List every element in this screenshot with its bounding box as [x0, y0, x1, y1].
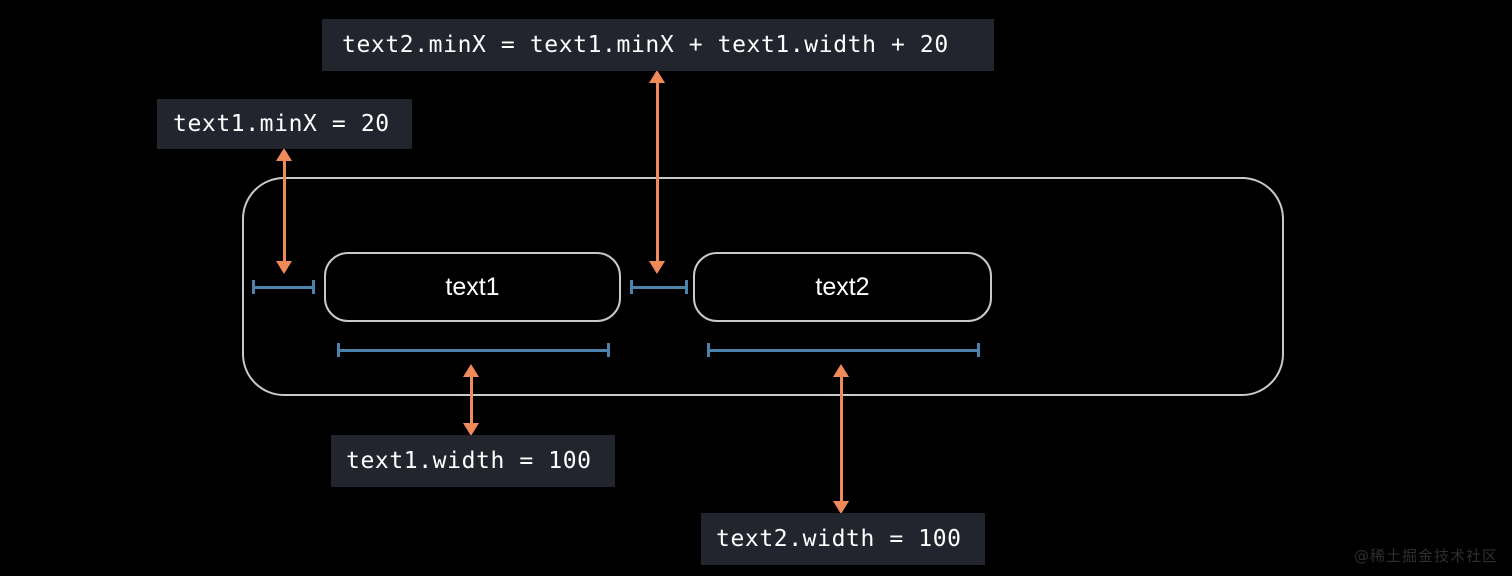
dimension-bar-gap — [630, 280, 688, 294]
leader-arrow-text2-minx — [644, 70, 670, 274]
dimension-rule — [339, 348, 608, 352]
dimension-cap-right — [977, 343, 980, 357]
arrowhead-down-icon — [276, 261, 292, 274]
dimension-cap-left — [337, 343, 340, 357]
arrowhead-down-icon — [833, 501, 849, 514]
dimension-bar-text1-minx — [252, 280, 315, 294]
dimension-rule — [632, 285, 686, 289]
arrow-shaft — [282, 157, 286, 265]
dimension-rule — [709, 348, 978, 352]
dimension-cap-left — [630, 280, 633, 294]
text1-box-label: text1 — [445, 272, 500, 301]
leader-arrow-text1-minx — [271, 148, 297, 274]
text2-box: text2 — [693, 252, 992, 322]
annotation-text2-width: text2.width = 100 — [701, 513, 985, 565]
arrow-shaft — [469, 373, 473, 427]
dimension-cap-right — [607, 343, 610, 357]
leader-arrow-text2-width — [828, 364, 854, 514]
dimension-bar-text1-width — [337, 343, 610, 357]
arrowhead-down-icon — [649, 261, 665, 274]
arrow-shaft — [839, 373, 843, 505]
text1-box: text1 — [324, 252, 621, 322]
annotation-text1-minx: text1.minX = 20 — [157, 99, 412, 149]
arrowhead-down-icon — [463, 423, 479, 436]
annotation-text1-width: text1.width = 100 — [331, 435, 615, 487]
arrowhead-up-icon — [649, 70, 665, 83]
dimension-cap-left — [252, 280, 255, 294]
dimension-cap-right — [685, 280, 688, 294]
dimension-cap-right — [312, 280, 315, 294]
arrow-shaft — [655, 79, 659, 265]
dimension-cap-left — [707, 343, 710, 357]
text2-box-label: text2 — [815, 272, 870, 301]
arrowhead-up-icon — [276, 148, 292, 161]
parent-container-box — [242, 177, 1284, 396]
arrowhead-up-icon — [833, 364, 849, 377]
leader-arrow-text1-width — [458, 364, 484, 436]
dimension-bar-text2-width — [707, 343, 980, 357]
annotation-text2-minx: text2.minX = text1.minX + text1.width + … — [322, 19, 994, 71]
dimension-rule — [254, 285, 313, 289]
watermark: @稀土掘金技术社区 — [1353, 547, 1498, 565]
arrowhead-up-icon — [463, 364, 479, 377]
